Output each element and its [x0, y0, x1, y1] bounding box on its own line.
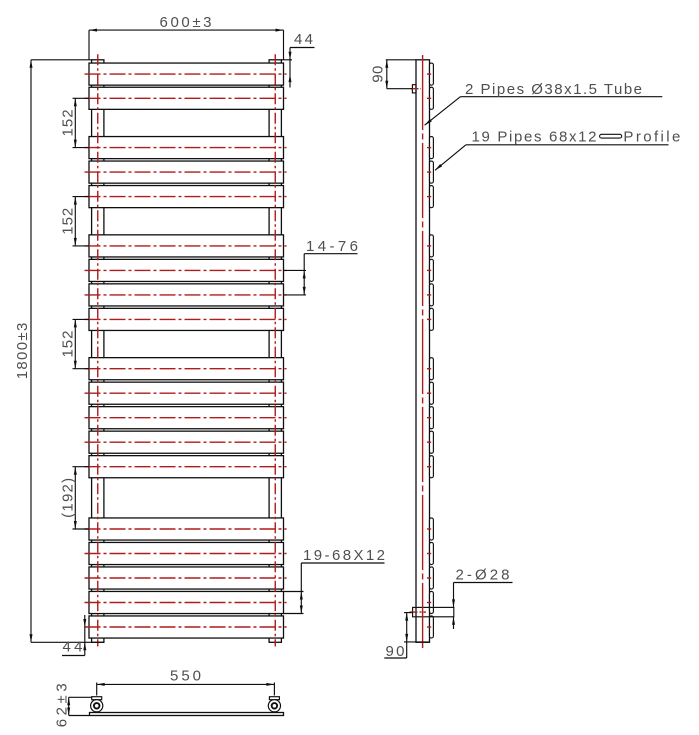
svg-text:152: 152	[59, 109, 76, 136]
svg-text:152: 152	[59, 208, 76, 235]
svg-text:14-76: 14-76	[306, 238, 358, 255]
svg-text:152: 152	[59, 331, 76, 358]
svg-text:19 Pipes 68x12: 19 Pipes 68x12	[472, 129, 597, 146]
svg-text:(192): (192)	[59, 478, 76, 518]
svg-text:600±3: 600±3	[160, 14, 212, 31]
svg-text:2-Ø28: 2-Ø28	[456, 567, 510, 584]
svg-text:90: 90	[370, 66, 387, 83]
svg-text:1800±3: 1800±3	[14, 323, 31, 380]
svg-text:2 Pipes Ø38x1.5 Tube: 2 Pipes Ø38x1.5 Tube	[465, 81, 642, 98]
svg-text:19-68X12: 19-68X12	[303, 547, 385, 564]
svg-text:550: 550	[170, 668, 201, 685]
